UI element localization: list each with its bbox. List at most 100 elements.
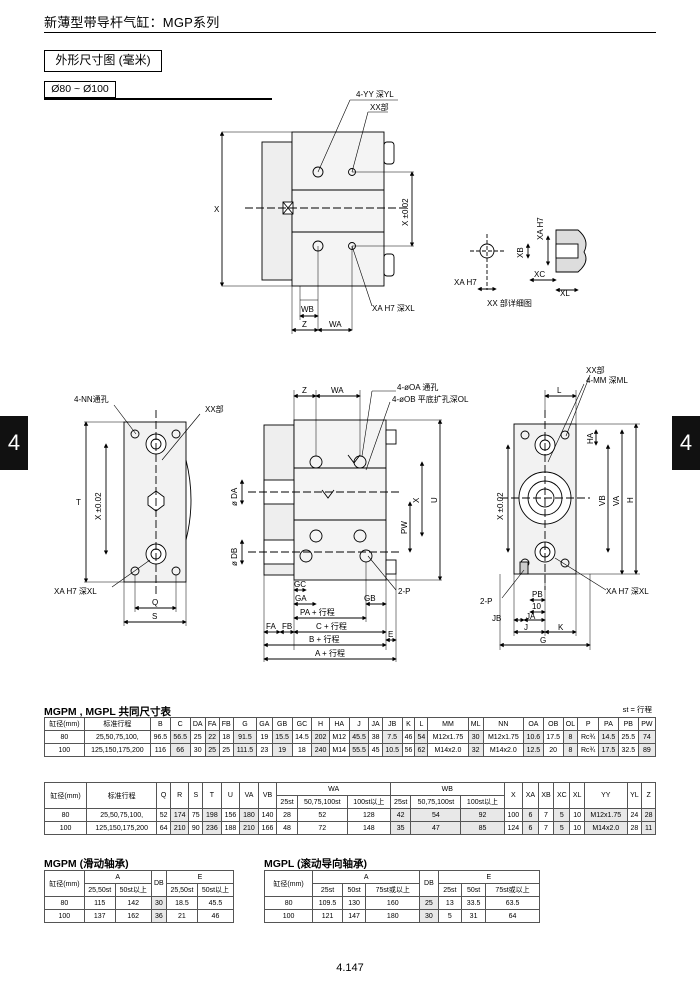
table-cell: 6 <box>522 808 539 822</box>
end-xa-label: XA H7 深XL <box>606 587 649 596</box>
table-cell: 210 <box>169 821 190 835</box>
header-cell: E <box>437 870 541 884</box>
header-cell: JB <box>381 717 403 731</box>
header-cell: NN <box>482 717 524 731</box>
header-cell: 50st <box>461 883 487 897</box>
end-vb-label: VB <box>598 495 607 506</box>
table-cell: 10 <box>569 808 585 822</box>
table-cell: 30 <box>419 909 439 923</box>
header-cell: 50st以上 <box>114 883 152 897</box>
header-cell: 标准行程 <box>83 717 151 731</box>
header-cell: 25st <box>389 795 412 809</box>
header-cell: 25,50st <box>83 883 116 897</box>
table-cell: 19 <box>271 743 293 757</box>
table-cell: 52 <box>296 808 348 822</box>
front-gb-label: GB <box>364 594 376 603</box>
table-cell: 89 <box>637 743 657 757</box>
table-cell: 45.5 <box>196 896 235 910</box>
end-10-label: 10 <box>532 602 541 611</box>
header-cell: PB <box>617 717 639 731</box>
top-view-drawing <box>219 99 415 334</box>
header-cell: 25st <box>276 795 298 809</box>
end-j-label: J <box>524 623 528 632</box>
table-cell: 147 <box>341 909 367 923</box>
range-divider <box>44 98 272 100</box>
table-cell: 92 <box>460 808 505 822</box>
header-divider <box>44 32 656 33</box>
header-cell: WB <box>389 782 505 796</box>
header-cell: U <box>220 782 241 809</box>
end-ja-label: JA <box>526 612 536 621</box>
table-cell: 188 <box>220 821 241 835</box>
table-cell: 90 <box>188 821 204 835</box>
table-cell: 10.6 <box>522 730 544 744</box>
table-cell: 160 <box>365 896 421 910</box>
front-p-label: 2-P <box>398 587 410 596</box>
end-view-drawing <box>499 374 640 650</box>
front-ob-label: 4-øOB 平底扩孔深OL <box>392 394 469 404</box>
header-cell: 100st以上 <box>346 795 391 809</box>
side-xpm-label: X ±0.02 <box>94 492 103 520</box>
table-cell: 130 <box>341 896 367 910</box>
table-cell: Rc¾ <box>577 730 600 744</box>
header-cell: XL <box>569 782 585 809</box>
side-nn-label: 4-NN通孔 <box>74 394 109 404</box>
table-cell: 20 <box>542 743 564 757</box>
top-xa-label: XA H7 深XL <box>372 304 415 313</box>
side-t-label: T <box>76 498 81 507</box>
header-cell: XB <box>537 782 555 809</box>
header-cell: VA <box>239 782 259 809</box>
header-cell: C <box>169 717 191 731</box>
header-cell: 25st <box>437 883 463 897</box>
front-pw-label: PW <box>400 521 409 534</box>
header-cell: G <box>232 717 258 731</box>
detail-xx-drawing <box>470 229 587 293</box>
table-cell: 23 <box>256 743 273 757</box>
table-cell: 100 <box>44 909 85 923</box>
table-cell: 30 <box>150 896 167 910</box>
table-cell: 100 <box>263 909 314 923</box>
table-cell: 55.5 <box>348 743 370 757</box>
end-xpm-label: X ±0.02 <box>496 492 505 520</box>
table-cell: 174 <box>169 808 190 822</box>
table-cell: 72 <box>296 821 348 835</box>
top-z-label: Z <box>302 320 307 329</box>
front-da-label: ø DA <box>230 487 239 506</box>
table-cell: 109.5 <box>312 896 343 910</box>
header-cell: WA <box>276 782 391 796</box>
table-cell: 75 <box>188 808 204 822</box>
table-cell: 24 <box>626 808 643 822</box>
front-e-label: E <box>388 630 393 639</box>
end-pb-label: PB <box>532 590 543 599</box>
header-cell: L <box>414 717 429 731</box>
table-cell: 100 <box>503 808 524 822</box>
table-cell: 14.5 <box>598 730 619 744</box>
header-cell: 标准行程 <box>86 782 158 809</box>
header-cell: 缸径(mm) <box>43 782 88 809</box>
header-cell: T <box>202 782 222 809</box>
front-x-label: X <box>412 497 421 503</box>
end-mm-label: 4-MM 深ML <box>586 376 628 385</box>
table-cell: 128 <box>346 808 391 822</box>
table-cell: 62 <box>414 743 429 757</box>
front-z-label: Z <box>302 386 307 395</box>
side-s-label: S <box>152 612 157 621</box>
table-cell: 30 <box>467 730 484 744</box>
table-cell: 166 <box>257 821 278 835</box>
table-cell: 148 <box>346 821 391 835</box>
table-cell: 25.5 <box>617 730 639 744</box>
header-cell: 50,75,100st <box>296 795 348 809</box>
header-cell: 50st <box>341 883 367 897</box>
table-cell: 25 <box>218 743 234 757</box>
header-cell: H <box>311 717 330 731</box>
table-cell: 25 <box>419 896 439 910</box>
table-cell: 100 <box>43 821 88 835</box>
table-cell: 96.5 <box>149 730 171 744</box>
table-cell: 33.5 <box>461 896 487 910</box>
